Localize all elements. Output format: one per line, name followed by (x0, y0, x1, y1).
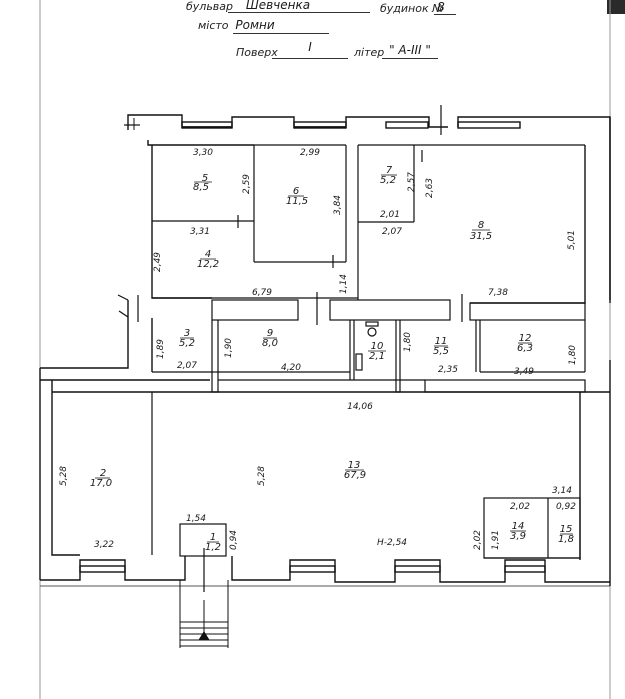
building-underline (434, 14, 456, 15)
dimension-label: 5,01 (567, 230, 577, 250)
dimension-label: 1,80 (403, 332, 413, 352)
room-area: 2,1 (369, 351, 385, 362)
room-number: 7 (386, 165, 393, 176)
dimension-label: 3,84 (333, 195, 343, 215)
city-label: місто (198, 19, 229, 32)
room-area: 5,2 (380, 175, 396, 186)
letter-underline (382, 58, 438, 59)
dimension-label: 14,06 (347, 402, 373, 412)
letter-value: " А-III " (389, 43, 431, 57)
room-number: 1 (210, 532, 216, 543)
room-area: 1,8 (558, 534, 574, 545)
room-number: 14 (512, 521, 525, 532)
room-number: 4 (205, 249, 211, 260)
room-area: 8,5 (193, 182, 209, 193)
dimension-label: 2,49 (153, 252, 163, 272)
dimension-label: 2,63 (425, 178, 435, 198)
room-area: 67,9 (344, 470, 366, 481)
room-area: 8,0 (262, 338, 278, 349)
dimension-label: 5,28 (59, 466, 69, 486)
dimension-label: 2,99 (300, 148, 320, 158)
room-area: 3,9 (510, 531, 526, 542)
letter-label: літер (354, 46, 385, 59)
room-number: 12 (519, 333, 532, 344)
dimension-label: 2,07 (382, 227, 402, 237)
room-number: 11 (435, 336, 448, 347)
room-number: 13 (348, 460, 361, 471)
city-value: Ромни (235, 18, 275, 32)
dimension-label: 2,35 (438, 365, 458, 375)
room-number: 10 (371, 341, 384, 352)
room-number: 9 (267, 328, 273, 339)
dimension-label: 2,01 (380, 210, 400, 220)
dimension-label: 3,31 (190, 227, 210, 237)
area-fraction-bars (95, 174, 573, 543)
scan-corner-mark (607, 0, 625, 14)
dimension-label: 7,38 (488, 288, 508, 298)
room-area: 17,0 (90, 478, 112, 489)
room-area: 12,2 (197, 259, 219, 270)
outer-walls (39, 114, 611, 586)
floor-underline (272, 58, 348, 59)
boulevard-label: бульвар (186, 0, 234, 13)
room-labels: 5 8,5 6 11,5 7 5,2 8 31,5 4 12,2 3 5,2 9… (90, 165, 574, 553)
dimension-label: 1,91 (491, 530, 501, 550)
dimension-label: 1,90 (224, 338, 234, 358)
dimension-label: 2,02 (510, 502, 530, 512)
boulevard-underline (228, 12, 370, 13)
boulevard-value: Шевченка (245, 0, 311, 12)
room-area: 31,5 (470, 231, 492, 242)
dimension-label: 2,07 (177, 361, 197, 371)
room-number: 3 (184, 328, 190, 339)
entrance-stairs (179, 580, 229, 648)
room-area: 6,3 (517, 343, 533, 354)
ceiling-height-label: Н-2,54 (377, 538, 407, 548)
dimension-label: 1,80 (568, 345, 578, 365)
building-value: 8 (437, 0, 445, 14)
room-number: 2 (100, 468, 106, 479)
city-underline (233, 33, 329, 34)
dimension-label: 2,02 (473, 530, 483, 550)
room-number: 15 (560, 524, 573, 535)
room-area: 5,2 (179, 338, 195, 349)
dimension-label: 5,28 (257, 466, 267, 486)
dimension-label: 6,79 (252, 288, 272, 298)
dimension-label: 3,49 (514, 367, 534, 377)
dimension-label: 1,89 (156, 339, 166, 359)
room-area: 1,2 (205, 542, 221, 553)
floor-label: Поверх (236, 46, 278, 59)
dimension-label: 2,59 (242, 174, 252, 194)
interior-walls (117, 105, 586, 592)
dimension-labels: 3,30 2,99 2,59 3,84 3,31 2,49 6,79 1,14 … (59, 148, 578, 550)
dimension-label: 4,20 (281, 363, 301, 373)
dimension-label: 3,14 (552, 486, 572, 496)
building-label: будинок № (380, 2, 444, 15)
dimension-label: 2,57 (407, 172, 417, 192)
dimension-label: 1,54 (186, 514, 206, 524)
room-number: 5 (202, 173, 208, 184)
floor-value: I (308, 40, 312, 54)
dimension-label: 3,22 (94, 540, 114, 550)
dimension-label: 3,30 (193, 148, 213, 158)
room-number: 6 (293, 186, 299, 197)
dimension-label: 0,92 (556, 502, 576, 512)
room-area: 5,5 (433, 346, 449, 357)
dimension-label: 1,14 (339, 274, 349, 294)
dimension-label: 0,94 (229, 530, 239, 550)
room-area: 11,5 (286, 196, 308, 207)
room-number: 8 (478, 220, 484, 231)
